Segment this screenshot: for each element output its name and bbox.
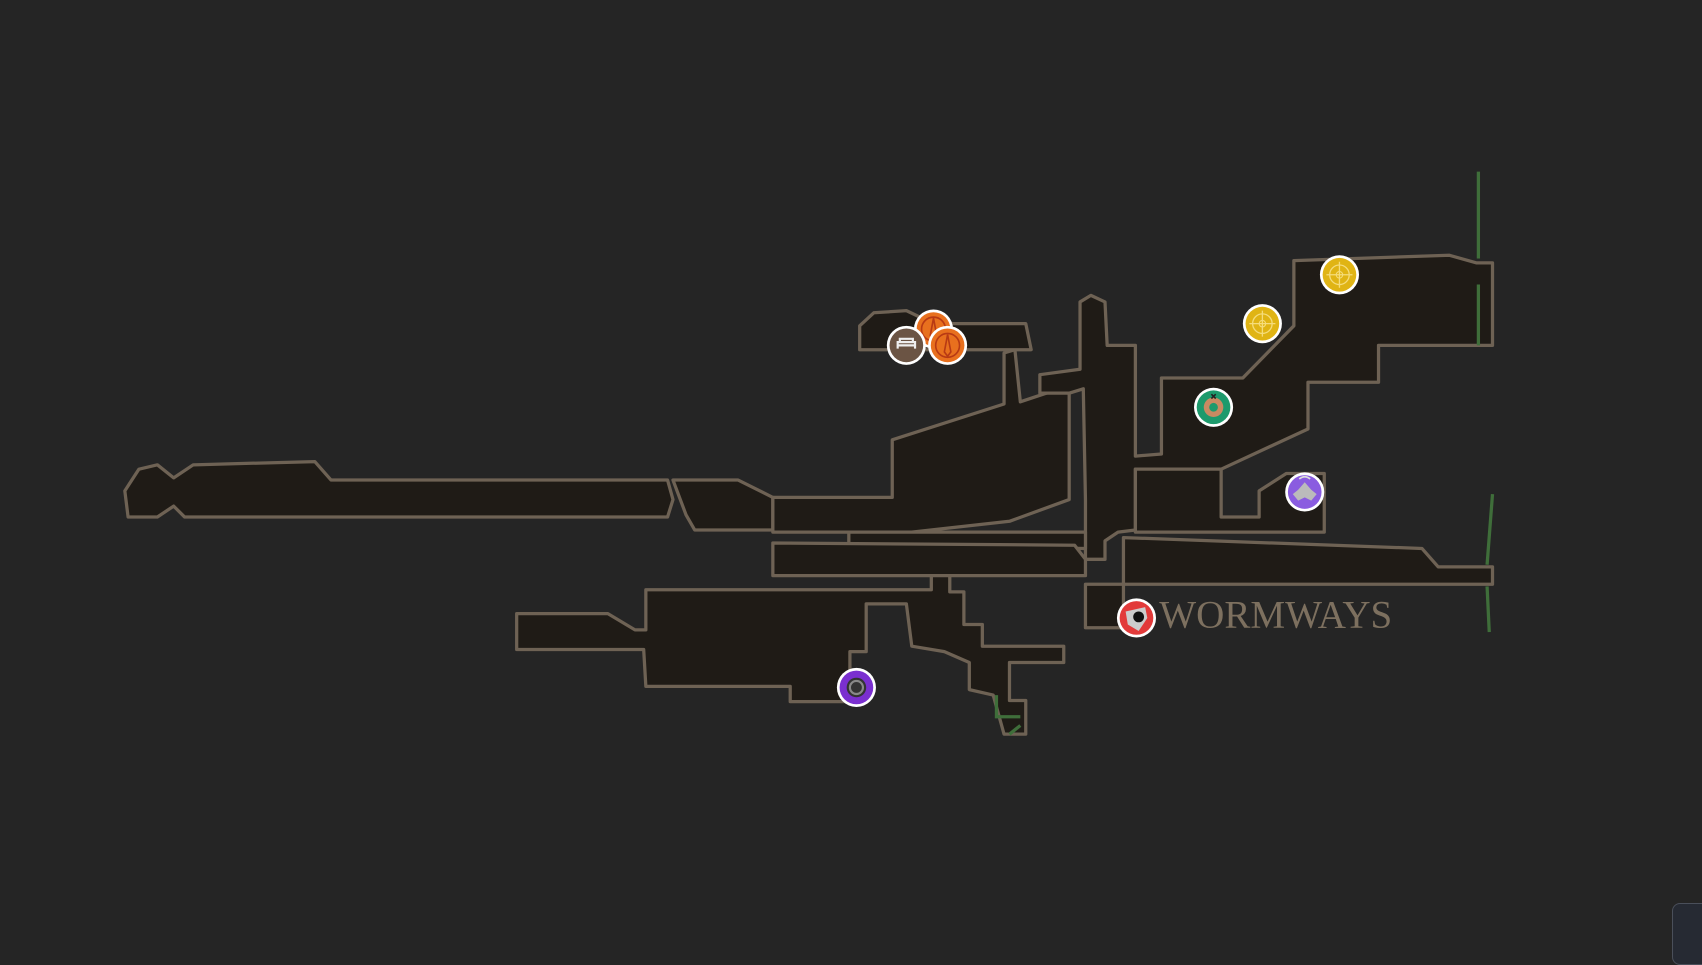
map-marker-rosary[interactable]	[1194, 387, 1234, 427]
map-markers	[836, 255, 1359, 708]
map-rooms	[123, 253, 1495, 736]
map-marker-bench[interactable]	[886, 325, 926, 365]
needle-icon	[934, 332, 961, 359]
rosary-ring-icon	[1203, 393, 1224, 418]
compass-icon	[1326, 261, 1353, 288]
map-marker-compass-1[interactable]	[1319, 255, 1359, 295]
map-marker-mask-shard[interactable]	[1285, 472, 1325, 512]
map-marker-boss[interactable]	[1116, 598, 1157, 638]
mask-shard-icon	[1292, 475, 1317, 501]
bench-icon	[896, 337, 917, 349]
area-label: WORMWAYS	[1159, 594, 1392, 637]
world-map[interactable]: WORMWAYS	[0, 0, 1702, 934]
map-control-button[interactable]	[1672, 903, 1702, 965]
shell-icon	[1125, 607, 1148, 631]
compass-icon	[1249, 310, 1276, 337]
map-marker-vendor-2[interactable]	[928, 325, 968, 365]
map-marker-compass-2[interactable]	[1242, 304, 1282, 344]
area-transitions	[994, 171, 1495, 736]
relic-icon	[846, 677, 867, 698]
map-marker-relic[interactable]	[836, 667, 876, 708]
